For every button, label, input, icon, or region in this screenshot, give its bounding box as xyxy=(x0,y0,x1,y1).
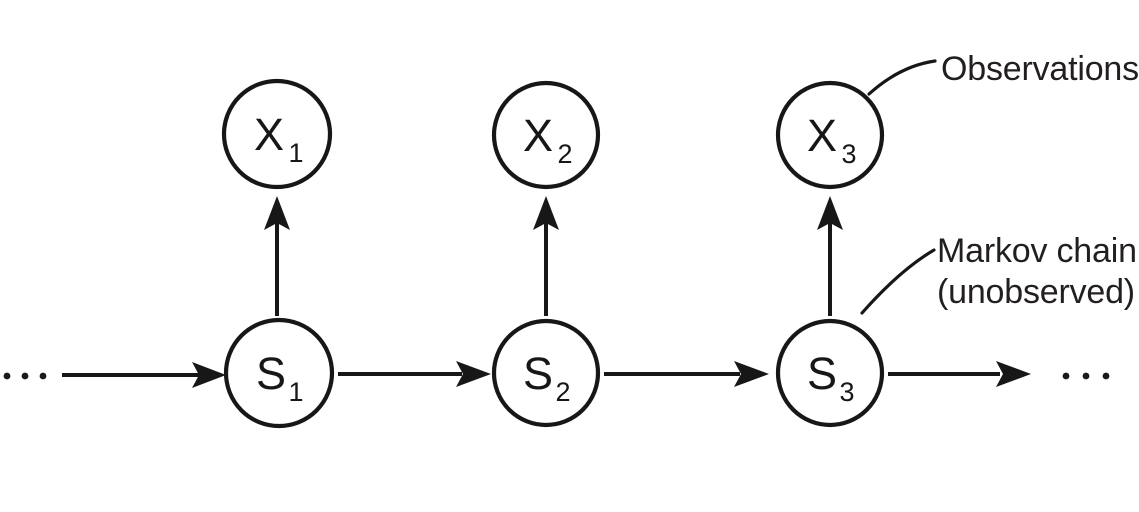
node-subscript: 1 xyxy=(288,138,303,168)
node-circle[interactable] xyxy=(223,317,335,429)
observation-node-x3[interactable]: X 3 xyxy=(775,80,885,190)
ellipsis-dot xyxy=(1102,372,1110,380)
ellipsis-dot xyxy=(3,372,11,380)
ellipsis-dot xyxy=(21,372,29,380)
state-node-s1[interactable]: S 1 xyxy=(223,317,335,429)
node-label: S xyxy=(807,348,837,399)
annotation-markov-chain-line2: (unobserved) xyxy=(937,273,1135,311)
ellipsis-dot xyxy=(39,372,47,380)
transition-arrow-s2-to-s3 xyxy=(604,361,769,387)
ellipsis-left xyxy=(3,372,47,380)
ellipsis-dot xyxy=(1082,372,1090,380)
node-label: X xyxy=(254,109,284,160)
arrow-head xyxy=(996,361,1031,387)
node-label: S xyxy=(256,348,286,399)
node-label: S xyxy=(523,348,553,399)
emission-arrow-s1-to-x1 xyxy=(264,196,290,316)
leader-line-observations xyxy=(867,59,937,96)
emission-arrow-s2-to-x2 xyxy=(533,196,559,316)
state-node-s2[interactable]: S 2 xyxy=(491,318,601,428)
observation-node-x2[interactable]: X 2 xyxy=(491,80,601,190)
node-label: X xyxy=(523,110,553,161)
node-circle[interactable] xyxy=(775,318,885,428)
transition-arrow-s1-to-s2 xyxy=(338,361,491,387)
annotation-markov-chain-line1: Markov chain xyxy=(937,232,1137,270)
node-subscript: 2 xyxy=(557,139,572,169)
state-node-s3[interactable]: S 3 xyxy=(775,318,885,428)
ellipsis-dot xyxy=(1062,372,1070,380)
arrow-head xyxy=(533,196,559,230)
node-circle[interactable] xyxy=(491,80,601,190)
arrow-head xyxy=(264,196,290,230)
leader-line-markov-chain xyxy=(860,248,936,315)
arrow-head xyxy=(456,361,491,387)
node-circle[interactable] xyxy=(775,80,885,190)
node-subscript: 3 xyxy=(841,139,856,169)
node-circle[interactable] xyxy=(491,318,601,428)
arrow-head xyxy=(817,196,843,230)
node-circle[interactable] xyxy=(221,78,333,190)
annotation-observations: Observations xyxy=(941,50,1139,88)
node-label: X xyxy=(807,110,837,161)
arrow-head xyxy=(192,362,226,388)
observation-node-x1[interactable]: X 1 xyxy=(221,78,333,190)
ellipsis-right xyxy=(1062,372,1110,380)
arrow-head xyxy=(734,361,769,387)
node-subscript: 1 xyxy=(288,377,303,407)
emission-arrow-s3-to-x3 xyxy=(817,196,843,316)
node-subscript: 2 xyxy=(555,377,570,407)
transition-arrow-in-to-s1 xyxy=(62,362,226,388)
node-subscript: 3 xyxy=(839,377,854,407)
transition-arrow-s3-to-out xyxy=(888,361,1031,387)
